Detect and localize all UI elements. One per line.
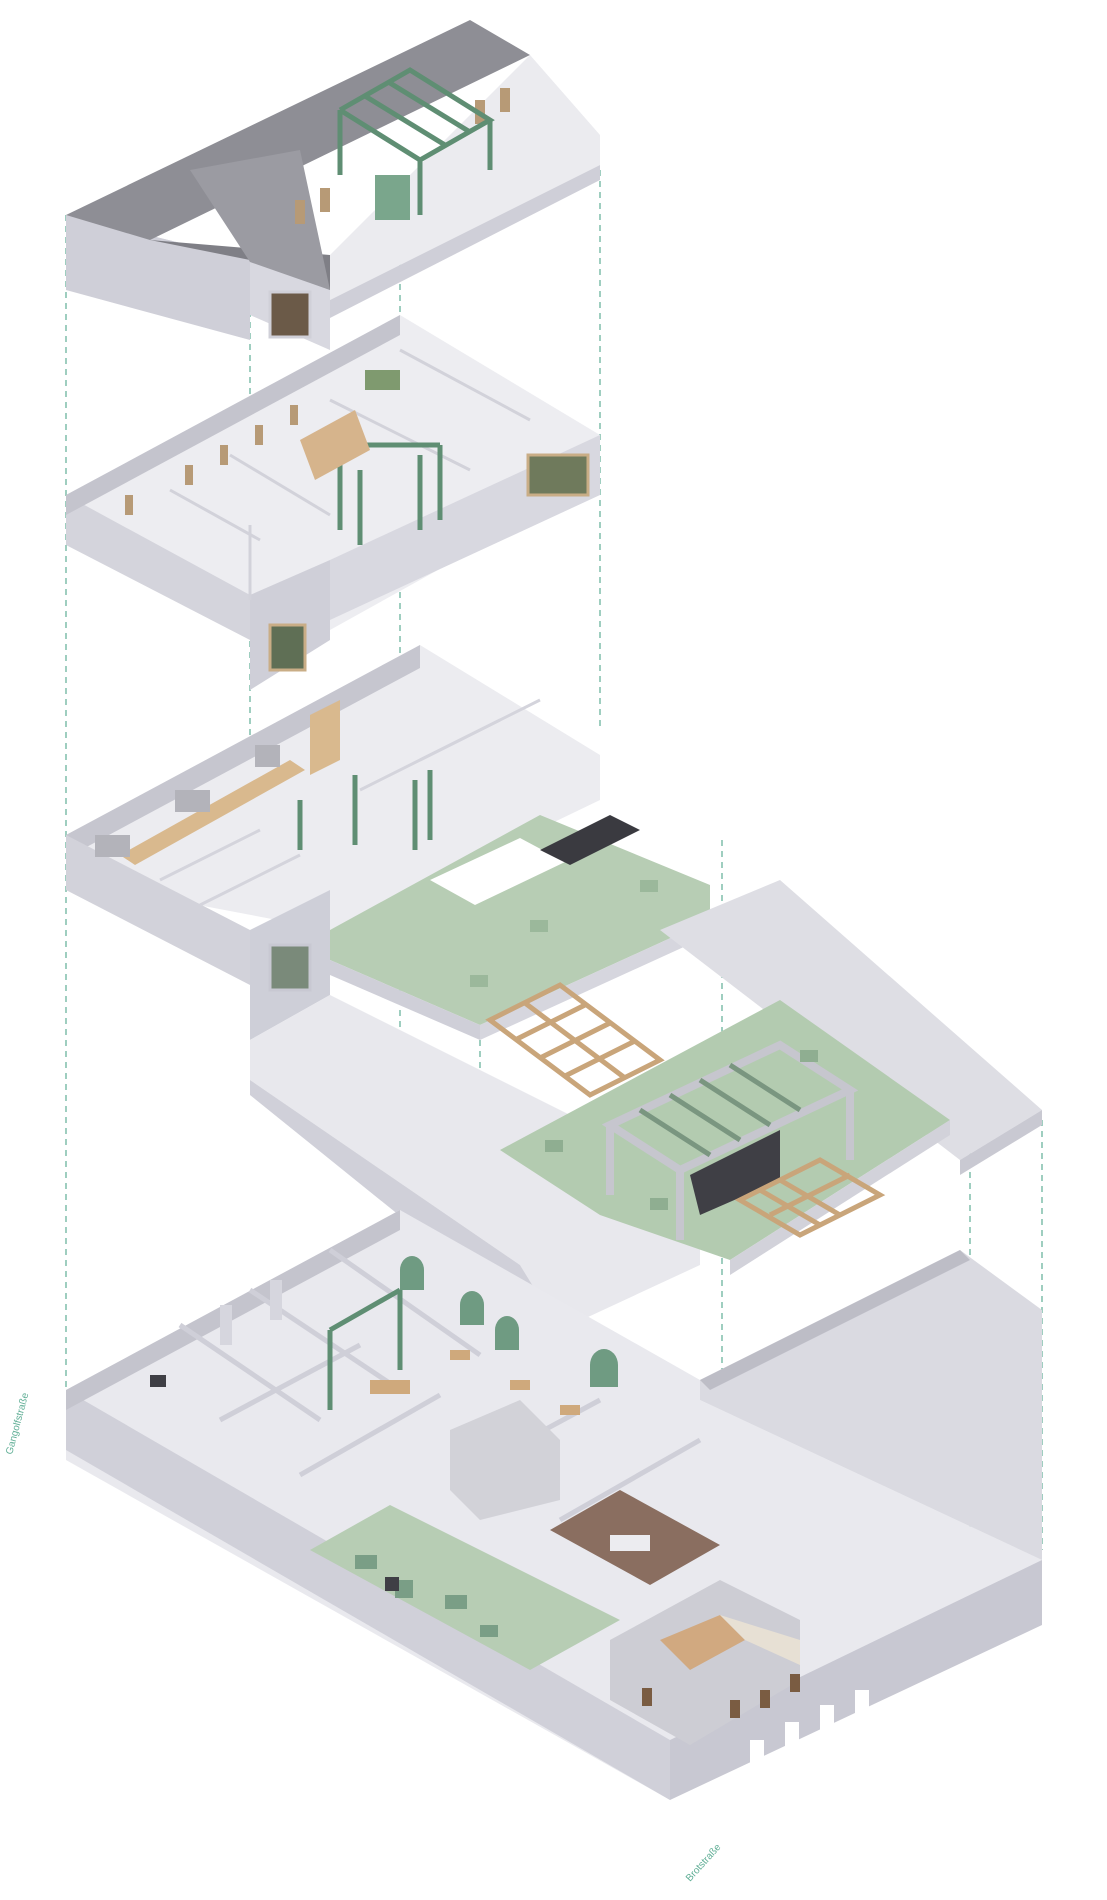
upper-floor-layer xyxy=(66,315,600,690)
street-label-bottom: Brotstraße xyxy=(684,1842,724,1884)
ground-floor-layer xyxy=(66,1210,1042,1800)
roof-layer xyxy=(66,20,600,350)
street-label-left: Gangolfstraße xyxy=(4,1391,31,1455)
first-floor-layer xyxy=(66,645,1042,1345)
